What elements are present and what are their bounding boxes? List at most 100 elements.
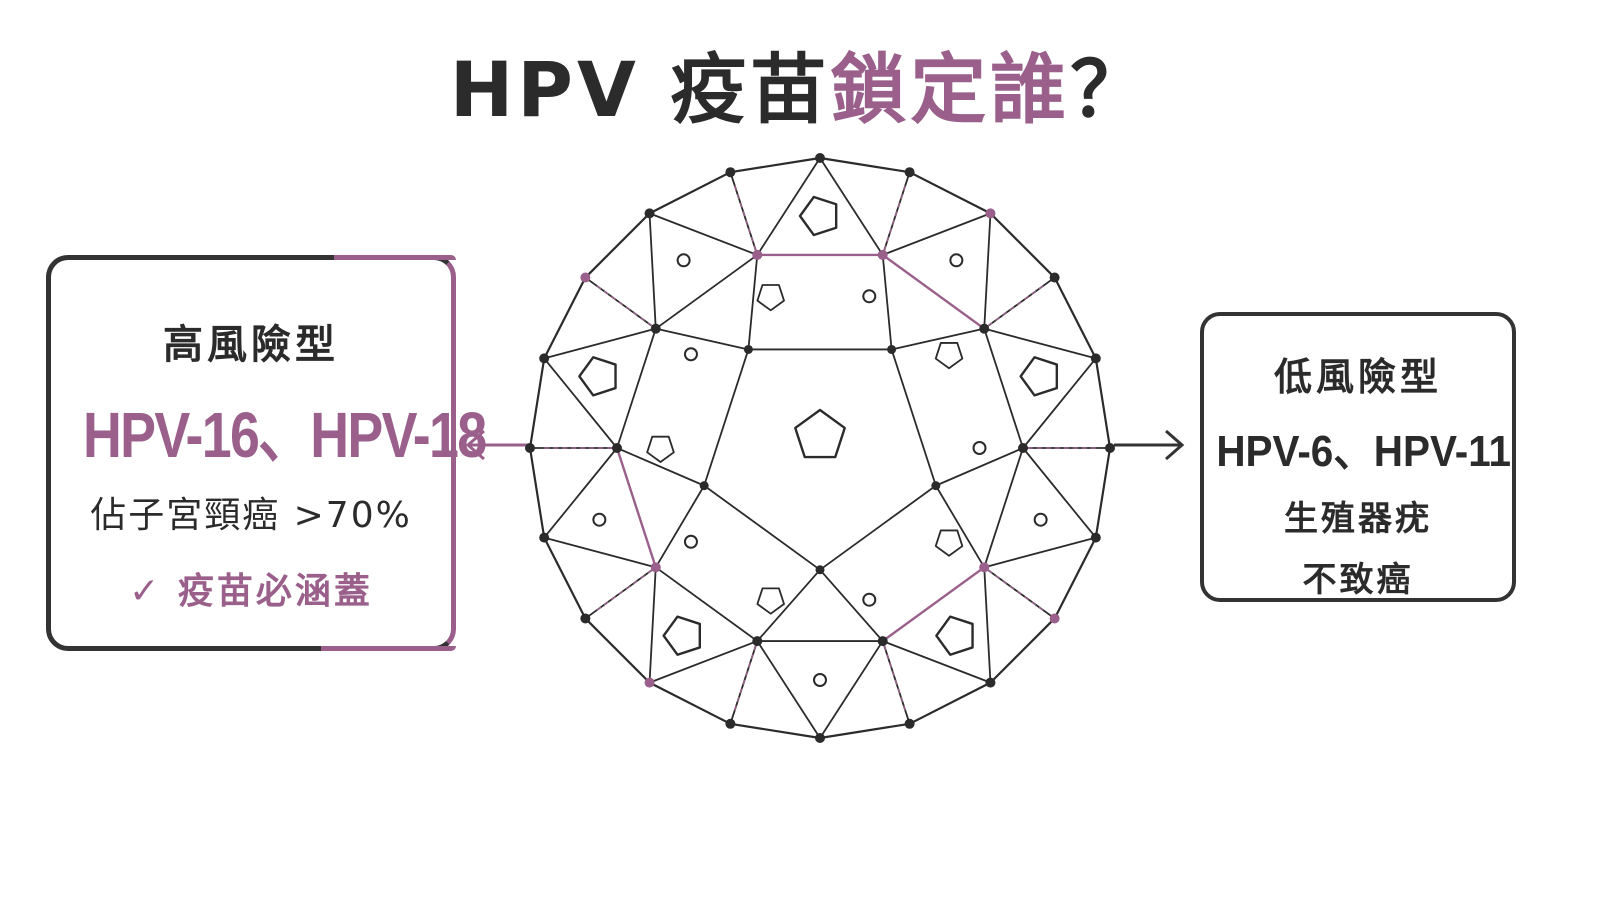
inner-edge: [819, 569, 884, 642]
facet-edge: [1022, 357, 1097, 449]
ring-edge: [616, 328, 657, 449]
facet-edge: [756, 157, 821, 256]
facet-edge: [882, 212, 991, 256]
inner-edge: [747, 254, 759, 350]
inner-edge: [890, 349, 937, 486]
capsomer-circle: [683, 534, 698, 549]
left-arrow-icon: [465, 429, 530, 461]
ring-edge: [882, 253, 985, 330]
facet-edge: [819, 640, 884, 739]
capsomer-circle: [683, 347, 698, 362]
vertex-dot: [815, 733, 825, 743]
vertex-dot: [650, 562, 661, 573]
capsomer-pentagon: [935, 615, 974, 656]
vertex-dot: [904, 167, 915, 178]
capsomer-circle: [1033, 512, 1048, 527]
facet-edge: [649, 640, 758, 684]
vertex-dot: [931, 481, 941, 491]
facet-edge: [648, 213, 657, 329]
capsomer-pentagon: [934, 529, 964, 557]
inner-edge: [703, 484, 821, 571]
high-risk-note-text: 疫苗必涵蓋: [177, 571, 373, 612]
facet-edge: [543, 327, 657, 360]
vertex-dot: [580, 272, 591, 283]
vertex-dot: [1090, 532, 1101, 543]
title-accent: 鎖定誰: [830, 45, 1071, 134]
ring-edge: [655, 254, 758, 330]
capsomer-pentagon: [756, 284, 785, 312]
inner-edge: [654, 485, 705, 568]
card-accent-top: [334, 255, 456, 260]
facet-dashed-edge: [596, 566, 657, 611]
low-risk-card: 低風險型 HPV-6、HPV-11 生殖器疣 不致癌: [1200, 312, 1516, 602]
facet-edge: [1022, 447, 1097, 539]
vertex-dot: [877, 249, 888, 260]
vertex-dot: [725, 167, 736, 178]
facet-dashed-edge: [983, 285, 1044, 330]
capsomer-circle: [813, 673, 827, 687]
inner-edge: [756, 569, 821, 642]
capsomer-circle: [862, 289, 877, 304]
facet-edge: [983, 213, 992, 329]
inner-edge: [935, 485, 986, 568]
high-risk-note: ✓ 疫苗必涵蓋: [51, 562, 451, 614]
right-arrow-icon: [1114, 429, 1185, 461]
vertex-dot: [743, 344, 753, 354]
facet-dashed-edge: [596, 285, 657, 330]
ring-edge: [882, 566, 985, 643]
capsomer-pentagon: [662, 615, 702, 656]
ring-edge: [615, 447, 657, 568]
capsomer-pentagon: [578, 356, 617, 397]
facet-edge: [983, 567, 992, 683]
vertex-dot: [985, 208, 996, 219]
vertex-dot: [877, 636, 888, 647]
low-risk-line2: 不致癌: [1302, 560, 1414, 600]
vertex-dot: [725, 718, 736, 729]
vertex-dot: [1049, 613, 1060, 624]
vertex-dot: [815, 565, 825, 575]
facet-dashed-edge: [734, 640, 758, 711]
high-risk-description: 佔子宮頸癌 >70%: [90, 495, 412, 536]
vertex-dot: [525, 443, 535, 453]
capsomer-circle: [592, 512, 607, 527]
capsomer-pentagon: [1019, 356, 1059, 397]
vertex-dot: [644, 677, 655, 688]
vertex-dot: [904, 718, 915, 729]
page-title: HPV 疫苗鎖定誰？: [0, 28, 1600, 138]
capsomer-pentagon: [798, 195, 838, 237]
facet-dashed-edge: [882, 185, 906, 256]
vertex-dot: [887, 344, 897, 354]
inner-edge: [881, 254, 893, 350]
facet-edge: [543, 536, 657, 569]
capsomer-pentagon: [646, 435, 675, 463]
vertex-dot: [580, 613, 591, 624]
inner-edge: [616, 447, 705, 487]
inner-edge: [891, 327, 985, 351]
capsomer-circle: [972, 441, 987, 455]
card-accent-bottom: [321, 646, 456, 651]
facet-edge: [543, 357, 618, 449]
facet-dashed-edge: [983, 566, 1044, 611]
vertex-dot: [1090, 353, 1101, 364]
low-risk-types: HPV-6、HPV-11: [1216, 427, 1512, 476]
facet-edge: [648, 567, 657, 683]
center-pentagon: [794, 408, 846, 459]
vertex-dot: [650, 323, 661, 334]
title-main: HPV 疫苗: [449, 45, 831, 134]
low-risk-line1: 生殖器疣: [1284, 499, 1432, 539]
capsomer-circle: [676, 253, 691, 268]
vertex-dot: [752, 249, 763, 260]
ring-edge: [655, 566, 758, 642]
vertex-dot: [612, 443, 622, 453]
inner-edge: [935, 447, 1024, 487]
facet-edge: [882, 640, 991, 684]
vertex-dot: [1105, 443, 1115, 453]
vertex-dot: [1018, 443, 1028, 453]
check-icon: ✓: [129, 571, 178, 612]
inner-edge: [703, 349, 750, 486]
facet-dashed-edge: [882, 640, 906, 711]
vertex-dot: [699, 481, 709, 491]
capsomer-circle: [949, 253, 964, 268]
vertex-dot: [644, 208, 655, 219]
